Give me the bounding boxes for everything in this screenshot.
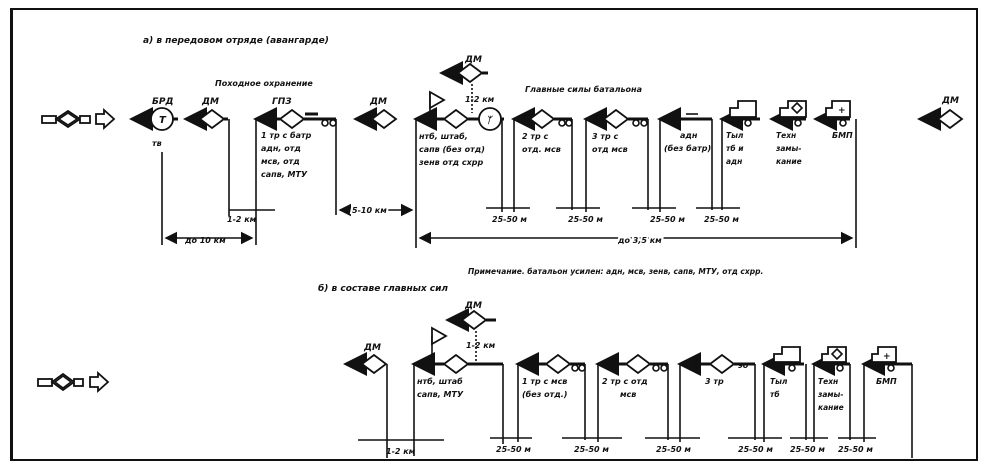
svg-text:1 тр с мсв (без отд.): 1 тр с мсв (без отд.) <box>522 377 570 399</box>
svg-text:25-50 м: 25-50 м <box>574 445 609 454</box>
diagram-frame <box>10 8 978 461</box>
gpz-unit: ГПЗ 1 тр с батр адн, отд мсв, отд сапв, … <box>253 97 337 245</box>
svg-text:нтб, штаб, сапв (без отд: нтб, штаб, сапв (без отд) зенв отд схрр <box>418 131 488 167</box>
company-2-unit: 2 тр с отд. мсв <box>511 107 573 212</box>
dm-rear-patrol: ДМ <box>917 96 964 131</box>
svg-text:ДМ: ДМ <box>464 301 482 311</box>
svg-text:+: + <box>838 106 846 116</box>
tech-closure-unit-b: Техн замы- кание <box>811 346 851 442</box>
svg-text:ᛉ: ᛉ <box>486 115 494 126</box>
dm-patrol-2: ДМ <box>353 97 398 131</box>
svg-text:ДМ: ДМ <box>464 55 482 65</box>
rear-unit: Тыл тб и адн <box>719 100 760 210</box>
svg-text:25-50 м: 25-50 м <box>838 445 873 454</box>
svg-text:25-50 м: 25-50 м <box>568 215 603 224</box>
svg-text:2 тр с отд. мсв: 2 тр с отд. мсв <box>522 132 561 154</box>
svg-text:ДМ: ДМ <box>201 97 219 107</box>
svg-text:1-2 км: 1-2 км <box>227 215 257 224</box>
section-b-title: б) в составе главных сил <box>318 283 448 294</box>
svg-text:БРД: БРД <box>152 97 173 107</box>
march-security-label: Походное охранение <box>215 79 313 88</box>
company-1-unit-b: 1 тр с мсв (без отд.) <box>515 352 586 442</box>
svg-text:1 тр с батр адн, отд: 1 тр с батр адн, отд мсв, отд сапв, МТУ <box>261 130 314 179</box>
svg-text:нтб, штаб сапв, МТУ: нтб, штаб сапв, МТУ <box>417 376 466 399</box>
medical-unit-b: + БМП <box>861 346 913 458</box>
hq-unit: ᛉ нтб, штаб, сапв (без отд) зенв отд схр… <box>413 90 504 248</box>
svg-text:эо: эо <box>738 361 749 370</box>
svg-text:ДМ: ДМ <box>369 97 387 107</box>
dm-patrol-1: ДМ <box>183 97 230 216</box>
svg-text:адн (без батр): адн (без батр) <box>664 131 711 153</box>
dm-flank-top: ДМ 1-2 км <box>439 55 495 113</box>
svg-text:Техн замы- кание: Техн замы- кание <box>817 377 846 412</box>
dm-flank-top-b: ДМ 1-2 км <box>445 301 496 362</box>
svg-text:Тыл тб: Тыл тб <box>770 377 790 399</box>
svg-text:1-2 км: 1-2 км <box>466 341 496 350</box>
svg-text:Тыл тб и адн: Тыл тб и адн <box>726 131 746 166</box>
company-3-unit: 3 тр с отд мсв <box>583 107 649 212</box>
svg-text:ДМ: ДМ <box>941 96 959 106</box>
svg-text:25-50 м: 25-50 м <box>790 445 825 454</box>
distance-markers-b: 1-2 км 25-50 м 25-50 м 25-50 м 25-50 м 2… <box>358 437 876 456</box>
svg-text:25-50 м: 25-50 м <box>650 215 685 224</box>
company-3-unit-b: эо 3 тр <box>677 352 756 442</box>
svg-text:3 тр с отд мсв: 3 тр с отд мсв <box>592 132 628 154</box>
brd-unit: БРД Т тв <box>129 97 178 245</box>
svg-text:25-50 м: 25-50 м <box>496 445 531 454</box>
dm-front-patrol-b: ДМ <box>343 343 388 458</box>
company-2-unit-b: 2 тр с отд мсв <box>595 352 669 442</box>
svg-text:тв: тв <box>152 139 162 148</box>
svg-text:Техн замы- кание: Техн замы- кание <box>775 131 804 166</box>
svg-text:5-10 км: 5-10 км <box>352 206 387 215</box>
hq-unit-b: нтб, штаб сапв, МТУ <box>411 326 504 456</box>
medical-unit: + БМП <box>813 100 857 248</box>
svg-text:25-50 м: 25-50 м <box>656 445 691 454</box>
svg-text:25-50 м: 25-50 м <box>492 215 527 224</box>
svg-text:ДМ: ДМ <box>363 343 381 353</box>
march-direction-icon-b <box>37 370 110 394</box>
note-text: Примечание. батальон усилен: адн, мсв, з… <box>468 267 763 276</box>
svg-text:3 тр: 3 тр <box>705 377 724 386</box>
distance-markers-a: 1-2 км до 10 км 5-10 км 25-50 м 25-50 м … <box>164 203 854 247</box>
svg-text:25-50 м: 25-50 м <box>738 445 773 454</box>
tech-closure-unit: Техн замы- кание <box>769 100 807 166</box>
section-a-title: а) в передовом отряде (авангарде) <box>143 36 329 46</box>
main-forces-label: Главные силы батальона <box>525 84 642 94</box>
svg-text:до 3,5 км: до 3,5 км <box>617 236 662 245</box>
march-direction-icon <box>41 107 116 131</box>
artillery-unit: адн (без батр) <box>657 107 713 212</box>
svg-text:БМП: БМП <box>876 377 897 386</box>
svg-text:1-2 км: 1-2 км <box>465 95 495 104</box>
svg-text:2 тр с отд мсв: 2 тр с отд мсв <box>602 377 650 399</box>
svg-text:1-2 км: 1-2 км <box>386 447 416 456</box>
svg-text:до 10 км: до 10 км <box>184 236 226 245</box>
svg-text:БМП: БМП <box>832 131 853 140</box>
svg-text:+: + <box>883 352 891 362</box>
rear-unit-b: Тыл тб <box>761 346 807 442</box>
svg-text:25-50 м: 25-50 м <box>704 215 739 224</box>
svg-text:ГПЗ: ГПЗ <box>272 97 292 107</box>
svg-text:Т: Т <box>159 115 167 126</box>
